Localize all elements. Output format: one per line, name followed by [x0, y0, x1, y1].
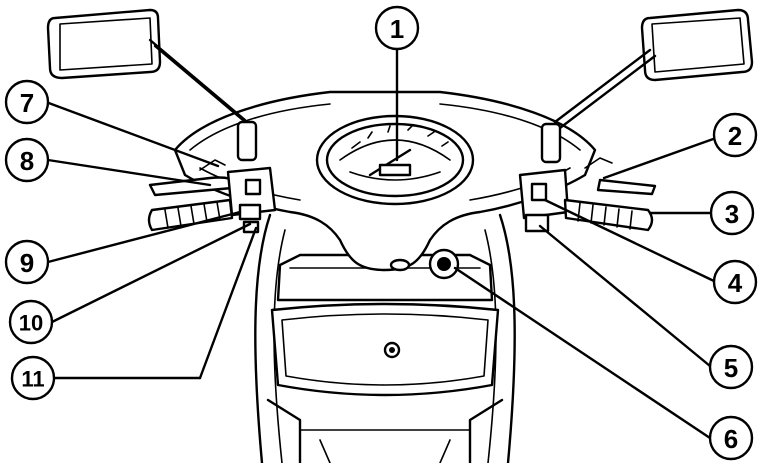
- callout-label-6: 6: [724, 424, 738, 454]
- callout-1: 1: [374, 5, 420, 51]
- leader-line-6: [453, 266, 712, 440]
- leader-line-2: [602, 136, 718, 180]
- right-mirror: [540, 8, 754, 164]
- callout-3: 3: [709, 190, 755, 236]
- speedometer: [315, 114, 475, 206]
- callout-7: 7: [4, 79, 50, 125]
- callout-label-11: 11: [21, 367, 44, 392]
- right-grip-assembly: [518, 157, 657, 233]
- callout-label-2: 2: [728, 121, 742, 151]
- leader-line-8: [46, 158, 212, 187]
- callout-6: 6: [708, 415, 754, 461]
- callout-label-10: 10: [19, 311, 43, 336]
- leader-line-5: [538, 224, 712, 368]
- leader-line-10: [50, 222, 252, 324]
- callout-2: 2: [712, 112, 758, 158]
- callout-label-9: 9: [20, 248, 34, 278]
- callout-label-8: 8: [20, 146, 34, 176]
- callout-9: 9: [4, 239, 50, 285]
- ignition-switch: [428, 248, 460, 280]
- scooter-body: [254, 213, 516, 465]
- leader-line-7: [44, 100, 220, 168]
- callout-10: 10: [8, 299, 54, 345]
- left-grip-assembly: [147, 159, 277, 234]
- callout-label-3: 3: [725, 199, 739, 229]
- callout-11: 11: [10, 355, 56, 401]
- callout-label-5: 5: [724, 353, 738, 383]
- callout-8: 8: [4, 137, 50, 183]
- leader-line-9: [46, 210, 242, 264]
- callout-5: 5: [708, 344, 754, 390]
- callout-label-7: 7: [20, 88, 34, 118]
- leader-lines: [44, 46, 718, 440]
- callout-label-4: 4: [728, 268, 743, 298]
- callouts: 1 2 3 4 5 6 7 8: [4, 5, 758, 461]
- callout-label-1: 1: [390, 14, 404, 44]
- callout-4: 4: [712, 259, 758, 305]
- leader-line-4: [543, 198, 718, 284]
- left-mirror: [46, 8, 258, 162]
